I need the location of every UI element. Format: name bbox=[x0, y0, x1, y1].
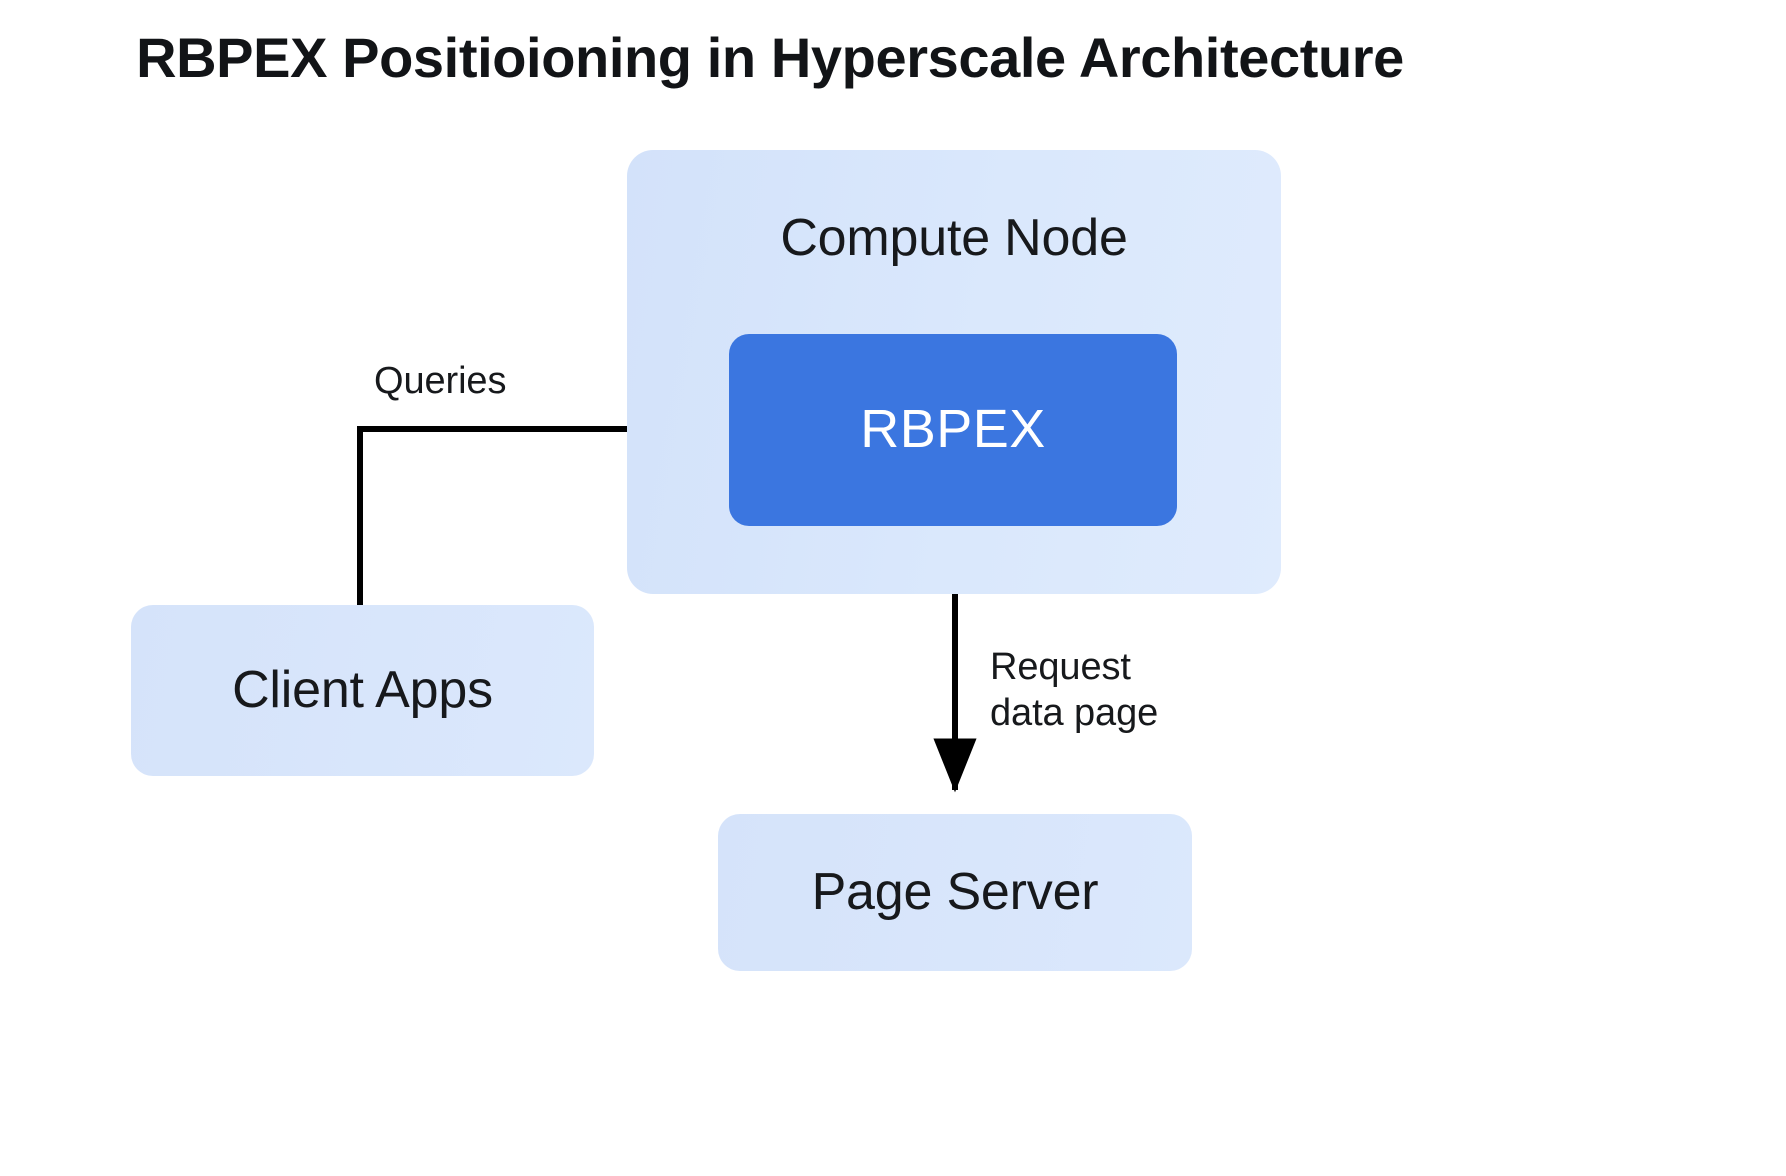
node-compute-node-label: Compute Node bbox=[780, 209, 1128, 267]
node-page-server-label: Page Server bbox=[811, 862, 1099, 921]
edge-label-queries: Queries bbox=[374, 360, 507, 402]
node-rbpex-label: RBPEX bbox=[860, 399, 1046, 460]
page-title: RBPEX Positioioning in Hyperscale Archit… bbox=[136, 26, 1404, 89]
node-page-server[interactable]: Page Server bbox=[718, 814, 1192, 971]
node-client-apps[interactable]: Client Apps bbox=[131, 605, 594, 776]
node-client-apps-label: Client Apps bbox=[232, 660, 493, 719]
node-compute-node[interactable]: Compute Node RBPEX bbox=[627, 150, 1281, 594]
edge-label-request-data-page: Request data page bbox=[990, 646, 1159, 735]
node-rbpex[interactable]: RBPEX bbox=[729, 334, 1177, 526]
